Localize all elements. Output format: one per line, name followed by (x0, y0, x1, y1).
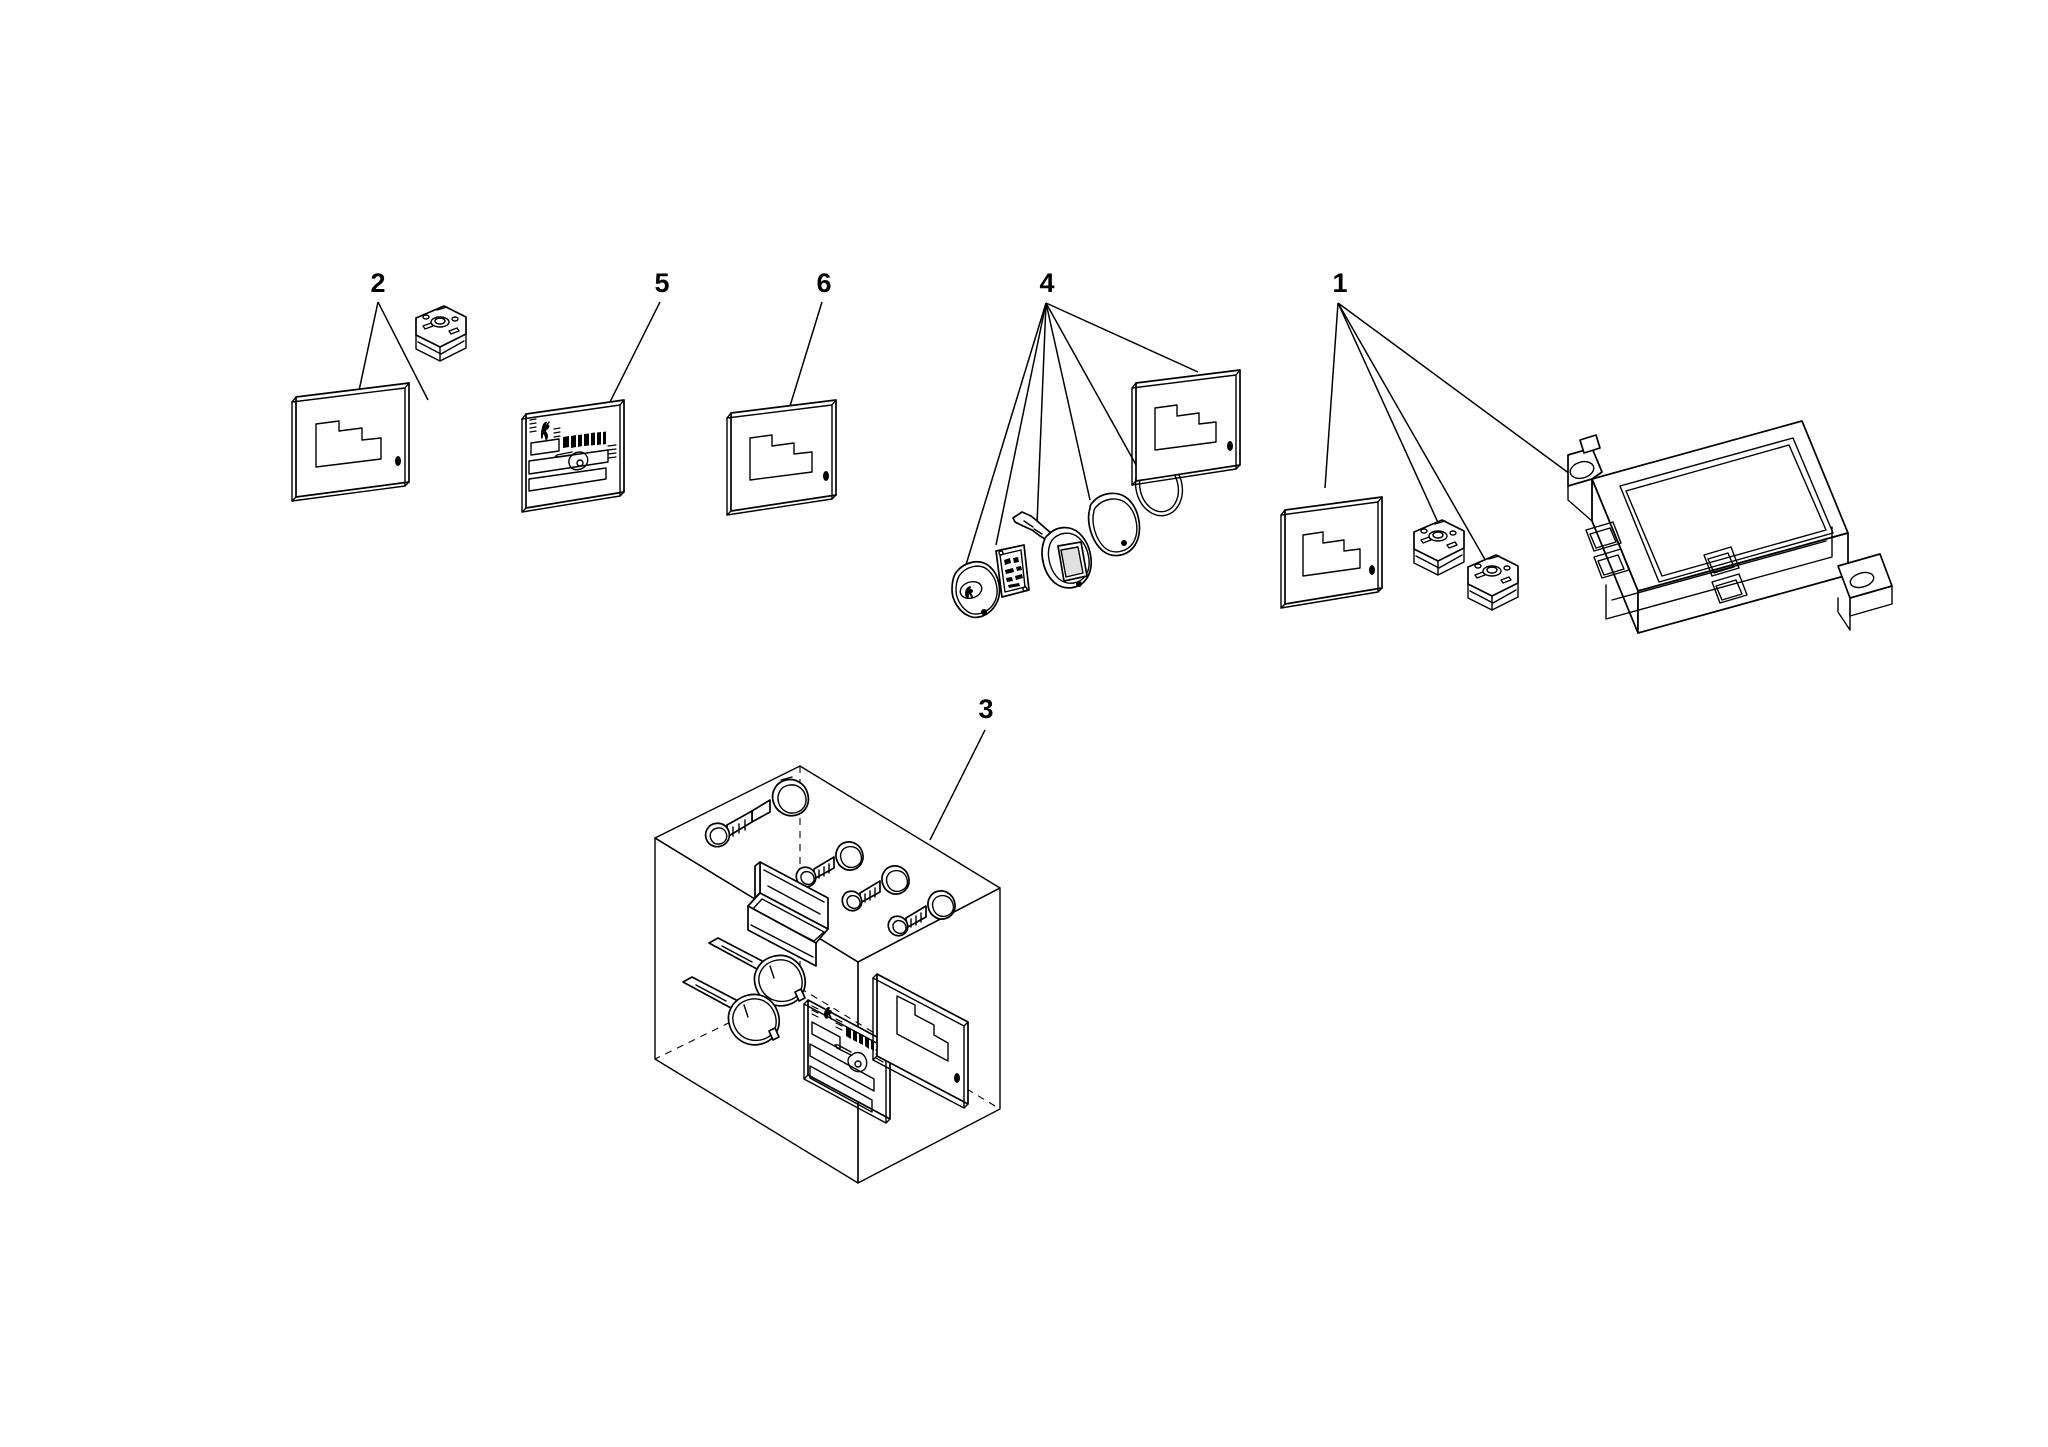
box-card-key-silhouette (834, 1044, 868, 1073)
group-6: 6 (726, 268, 837, 516)
pcb-traces (1004, 557, 1023, 588)
code-card-data-box (530, 438, 560, 456)
callout-6-number: 6 (816, 268, 831, 298)
group-5: 5 (521, 268, 670, 513)
key-rear (708, 937, 806, 1007)
group-2: 2 (291, 268, 467, 502)
key-front (682, 976, 780, 1046)
door-handle-lock-plate (747, 861, 829, 967)
part-fob-key-body-4 (1012, 511, 1092, 589)
part-lock-set-box-3 (654, 765, 1001, 1184)
part-key-card-4 (1131, 369, 1241, 486)
box-card-hatch-mid (835, 1018, 843, 1031)
part-key-card-2 (291, 382, 410, 502)
code-card-hatch-left (529, 418, 537, 433)
part-transponder-module-1b (1467, 554, 1519, 611)
callout-1-number: 1 (1332, 268, 1347, 298)
lock-cylinder-4 (887, 890, 956, 937)
fob-prancing-horse-badge (959, 580, 983, 600)
part-transponder-module-2 (415, 305, 467, 362)
part-key-card-1 (1280, 496, 1383, 609)
part-fob-pcb-4 (995, 544, 1030, 598)
callout-4-leaders (964, 302, 1199, 569)
callout-3-leader (929, 729, 986, 841)
code-card-hatch-mid (553, 427, 561, 438)
code-card-barcode (563, 431, 606, 448)
lock-cylinders (704, 776, 956, 937)
group-3: 3 (654, 694, 1001, 1184)
code-card-hatch-right (607, 444, 617, 459)
part-ecu-control-module-1 (1567, 420, 1893, 634)
group-1: 1 (1280, 268, 1893, 634)
callout-1-leaders (1324, 302, 1571, 564)
lock-cylinder-3 (841, 865, 910, 912)
code-card-in-box (803, 999, 891, 1124)
part-fob-cover-plain-4 (1087, 492, 1141, 557)
group-4: 4 (951, 268, 1241, 619)
lock-cylinder-2 (795, 841, 864, 888)
callout-2-number: 2 (370, 268, 385, 298)
key-card-in-box (872, 973, 969, 1109)
callout-4-number: 4 (1039, 268, 1054, 298)
part-code-card-5 (521, 399, 625, 513)
callout-5-number: 5 (654, 268, 669, 298)
part-fob-cover-badge-4 (951, 561, 1001, 619)
part-transponder-module-1a (1413, 519, 1465, 576)
ecu-bracket-right (1837, 553, 1893, 631)
ecu-bracket-left (1567, 434, 1603, 522)
box-card-hatch-left (811, 1005, 819, 1018)
part-blank-card-6 (726, 399, 837, 516)
lock-cylinder-1 (704, 776, 810, 848)
callout-3-number: 3 (978, 694, 993, 724)
prancing-horse-logo (541, 421, 550, 441)
code-card-bar-2 (528, 467, 607, 492)
keys-pair (682, 937, 806, 1046)
code-card-bar-1 (528, 449, 609, 475)
